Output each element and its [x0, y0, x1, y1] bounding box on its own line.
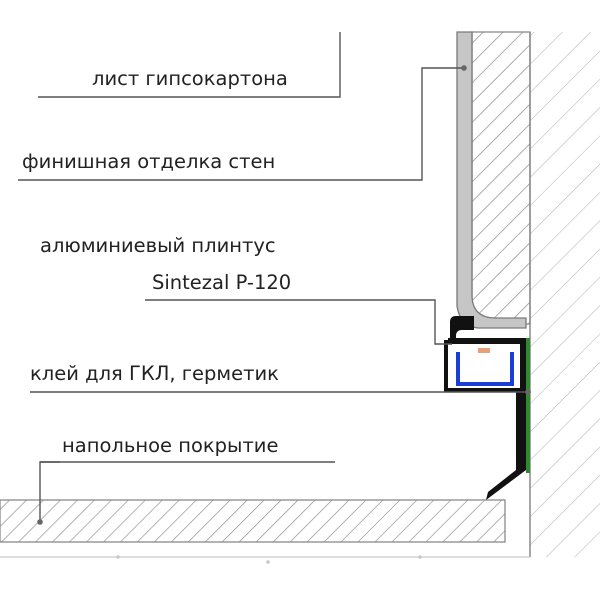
trace-marks	[116, 555, 422, 564]
label-profile-name: алюминиевый плинтус	[40, 234, 276, 257]
floor-slab	[0, 499, 506, 543]
callout-dots	[37, 65, 531, 525]
label-gypsum-sheet: лист гипсокартона	[92, 67, 288, 90]
callout-line-profile	[145, 299, 452, 345]
label-glue-sealant: клей для ГКЛ, герметик	[30, 362, 279, 385]
skirting-profile	[450, 316, 474, 342]
trace-mark	[266, 560, 270, 564]
trace-mark	[418, 555, 422, 559]
led-diode	[478, 348, 490, 353]
callout-line-gypsum	[38, 32, 341, 98]
trace-mark	[116, 555, 120, 559]
label-wall-finish: финишная отделка стен	[22, 150, 275, 173]
skirting-profile-top-lip	[448, 338, 526, 344]
callout-dot-wall-finish	[461, 65, 467, 71]
wall-base	[471, 31, 531, 325]
label-floor-covering: напольное покрытие	[62, 434, 278, 457]
callout-lines	[18, 32, 528, 522]
label-profile-model: Sintezal P-120	[152, 271, 291, 294]
led-strip-insert	[456, 352, 514, 386]
callout-dot-glue	[525, 389, 531, 395]
callout-dot-floor	[37, 519, 43, 525]
masonry-wall	[530, 32, 600, 557]
sealant-strip	[526, 338, 530, 473]
callout-line-wall-finish	[18, 67, 464, 181]
